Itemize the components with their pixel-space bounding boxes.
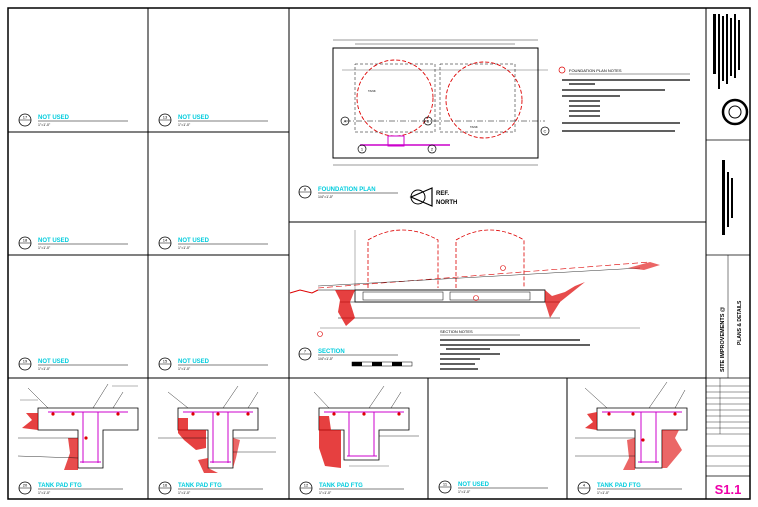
sheet-title: PLANS & DETAILS [737,300,743,345]
client-logo-block [722,160,733,235]
detail-cell-17: 17 NOT USED 1"=1'-0" [18,113,128,127]
footing-section-drawing [158,385,276,473]
detail-number: 7 [304,349,307,354]
detail-title: NOT USED [38,238,70,244]
detail-scale: 1"=1'-0" [178,367,191,371]
detail-title: SECTION [318,349,345,355]
svg-text:C: C [544,129,547,134]
detail-number: 17 [23,115,28,120]
plan-grid-bubble: B [423,116,433,126]
detail-title: NOT USED [178,359,210,365]
foundation-plan: TANK TANK A B C 1 2 FOUNDATION PLAN NOTE… [298,39,690,207]
footing-section-drawing [17,383,139,470]
north-arrow: REF. NORTH [409,187,457,207]
project-title: SITE IMPROVEMENTS @ [720,306,726,372]
detail-scale: 1"=1'-0" [38,367,51,371]
detail-scale: 1"=1'-0" [38,491,51,495]
detail-number: 4 [583,483,586,488]
detail-number: 8 [304,187,307,192]
detail-number: 18 [23,238,28,243]
detail-title: NOT USED [178,238,210,244]
svg-text:TANK: TANK [470,125,478,129]
plan-notes-title: FOUNDATION PLAN NOTES [569,68,622,73]
detail-title: TANK PAD FTG [38,483,82,489]
svg-text:2: 2 [431,147,434,152]
plan-grid-bubble: 1 [357,144,367,154]
detail-scale: 1"=1'-0" [458,490,471,494]
detail-cell-14: 14 NOT USED 1"=1'-0" [158,236,268,250]
detail-number: 16 [163,483,168,488]
detail-title: TANK PAD FTG [178,483,222,489]
tank-section: SECTION NOTES 7 SECTION 1/4"=1'-0" [289,229,660,370]
footing-section-drawing [575,381,688,470]
footing-section-drawing [313,385,419,468]
plan-notes: FOUNDATION PLAN NOTES [558,66,690,132]
revision-table [706,378,750,467]
detail-cell-18: 18 NOT USED 1"=1'-0" [18,236,128,250]
section-notes: SECTION NOTES [440,329,590,370]
detail-number: 14 [163,238,168,243]
title-block: SITE IMPROVEMENTS @ PLANS & DETAILS S1.1 [706,14,750,497]
detail-title: NOT USED [38,359,70,365]
ftg-detail-20: 20 TANK PAD FTG 1"=1'-0" [17,383,139,495]
detail-number: 12 [304,483,309,488]
ftg-detail-12: 12 TANK PAD FTG 1"=1'-0" [299,385,419,495]
svg-text:A: A [344,119,347,124]
detail-title: TANK PAD FTG [597,483,641,489]
tank-outline-1 [367,229,439,288]
sheet-number: S1.1 [715,482,742,497]
section-notes-title: SECTION NOTES [440,329,473,334]
detail-title: FOUNDATION PLAN [318,187,376,193]
section-title: 7 SECTION 1/4"=1'-0" [298,347,398,361]
graphic-scale-bar [351,361,413,367]
ftg-detail-16: 16 TANK PAD FTG 1"=1'-0" [158,385,276,495]
plan-title: 8 FOUNDATION PLAN 1/4"=1'-0" [298,185,398,199]
detail-scale: 1"=1'-0" [38,246,51,250]
tank-outline-2 [455,229,525,288]
detail-scale: 1/4"=1'-0" [318,357,334,361]
tank-footprint-1 [356,59,434,137]
detail-scale: 1"=1'-0" [178,246,191,250]
detail-cell-19: 19 NOT USED 1"=1'-0" [18,357,128,371]
svg-text:1: 1 [361,147,364,152]
svg-text:TANK: TANK [368,89,376,93]
sheet-grid [8,8,707,499]
tank-footprint-2 [445,61,523,139]
svg-text:B: B [427,119,430,124]
detail-number: 19 [23,359,28,364]
detail-number: 13 [163,115,168,120]
detail-number: 20 [23,483,28,488]
detail-title: NOT USED [458,482,490,488]
foundation-slab-outline [332,47,539,159]
sheet-border [7,7,751,500]
detail-cell-11: 11 NOT USED 1"=1'-0" [438,480,548,494]
detail-cell-15: 15 NOT USED 1"=1'-0" [158,357,268,371]
detail-scale: 1"=1'-0" [319,491,332,495]
engineer-seal-icon [721,98,749,126]
detail-title: NOT USED [178,115,210,121]
detail-title: NOT USED [38,115,70,121]
detail-scale: 1"=1'-0" [178,123,191,127]
detail-scale: 1"=1'-0" [597,491,610,495]
detail-scale: 1"=1'-0" [38,123,51,127]
detail-number: 11 [443,482,448,487]
detail-number: 15 [163,359,168,364]
ftg-detail-4: 4 TANK PAD FTG 1"=1'-0" [575,381,688,495]
plan-grid-bubble: 2 [427,144,437,154]
plan-grid-bubble: A [340,116,350,126]
detail-scale: 1/4"=1'-0" [318,195,334,199]
plan-grid-bubble: C [540,126,550,136]
north-label: NORTH [436,200,457,206]
detail-cell-13: 13 NOT USED 1"=1'-0" [158,113,268,127]
detail-title: TANK PAD FTG [319,483,363,489]
detail-scale: 1"=1'-0" [178,491,191,495]
north-ref-label: REF. [436,191,449,197]
firm-info-block [713,14,740,89]
